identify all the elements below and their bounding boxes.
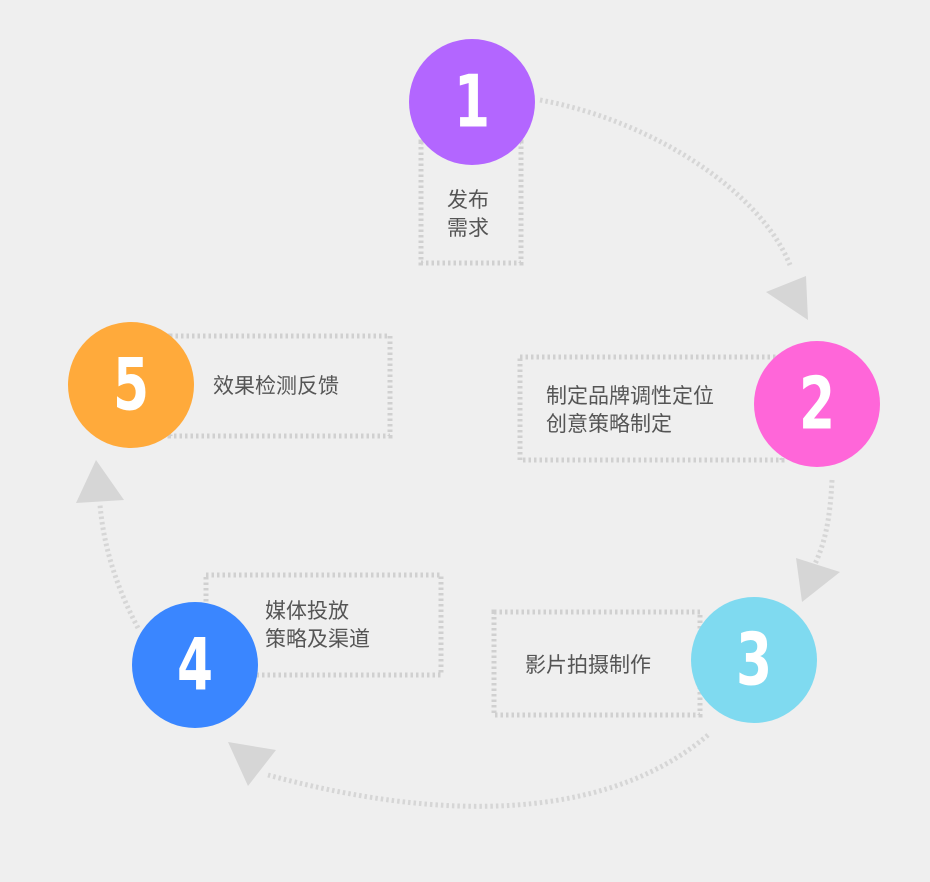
step-1-line-2: 需求: [447, 216, 489, 240]
arrowhead-to-5: [76, 460, 124, 503]
step-3-circle: [691, 597, 817, 723]
step-2-circle: [754, 341, 880, 467]
connector-3-4: [267, 733, 710, 809]
step-2-number: 2: [799, 362, 835, 446]
step-5-circle: [68, 322, 194, 448]
step-1-circle: [409, 39, 535, 165]
step-4-line-1: 媒体投放: [265, 599, 349, 623]
connector-2-3: [809, 479, 835, 572]
step-3-line-1: 影片拍摄制作: [525, 653, 651, 677]
step-2-line-2: 创意策略制定: [546, 412, 672, 436]
label-box-4: [203, 572, 444, 678]
connector-1-2: [539, 97, 793, 266]
label-box-3: [491, 609, 703, 718]
step-4-line-2: 策略及渠道: [265, 627, 370, 651]
arrowhead-to-2: [766, 276, 808, 320]
step-5-label: 效果检测反馈: [213, 372, 339, 400]
step-4-label: 媒体投放 策略及渠道: [265, 597, 370, 653]
step-1-line-1: 发布: [447, 188, 489, 212]
arrowhead-to-3: [796, 558, 840, 602]
step-3-number: 3: [736, 618, 772, 702]
step-5-line-1: 效果检测反馈: [213, 374, 339, 398]
connector-4-5: [97, 504, 141, 630]
step-5-number: 5: [113, 343, 149, 427]
arrowhead-to-4: [228, 742, 276, 786]
step-2-line-1: 制定品牌调性定位: [546, 384, 714, 408]
step-4-circle: [132, 602, 258, 728]
step-3-label: 影片拍摄制作: [525, 651, 651, 679]
step-1-number: 1: [454, 60, 490, 144]
step-4-number: 4: [177, 623, 213, 707]
step-2-label: 制定品牌调性定位 创意策略制定: [546, 382, 714, 438]
step-1-label: 发布 需求: [447, 186, 489, 242]
